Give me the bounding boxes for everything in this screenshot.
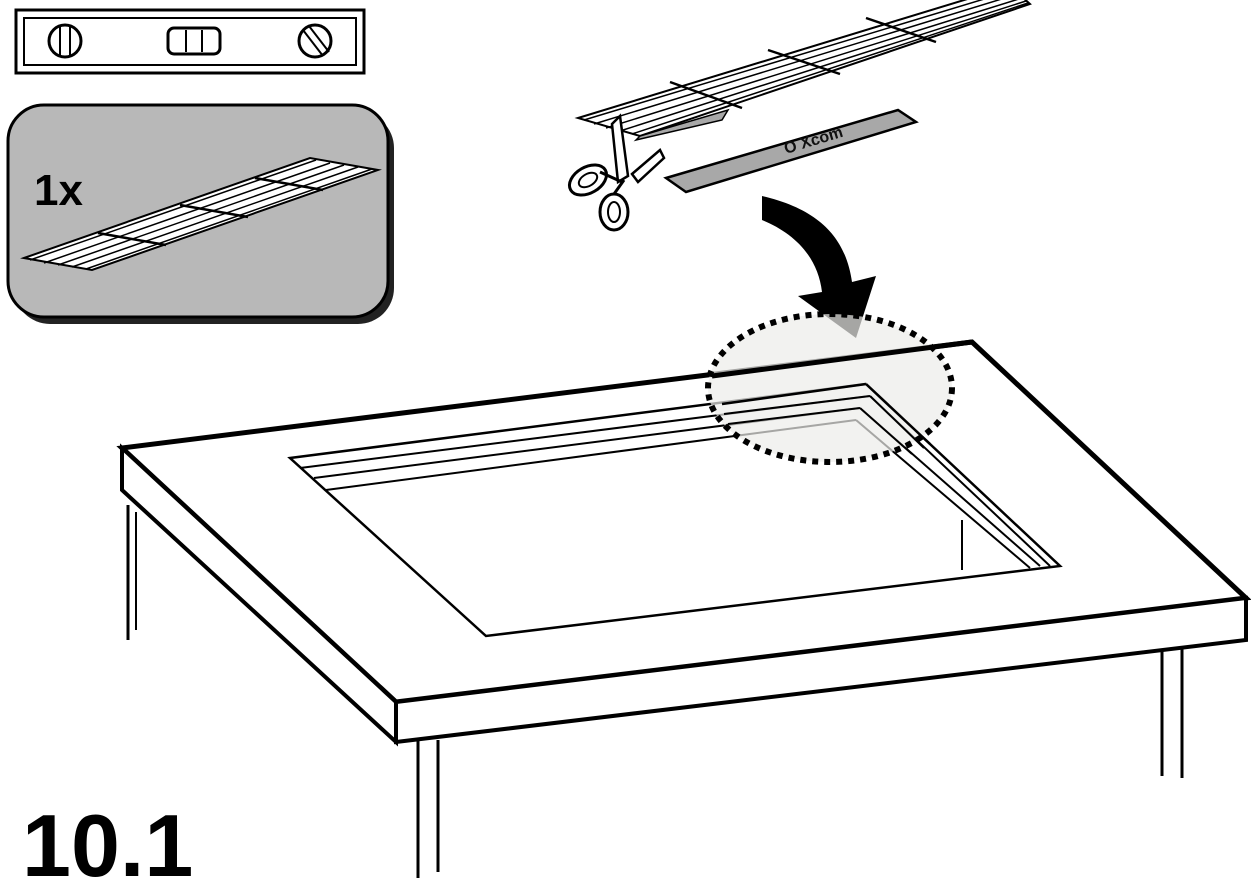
table-top bbox=[116, 339, 1251, 747]
spirit-level-icon bbox=[14, 8, 366, 75]
scissors-icon bbox=[568, 113, 666, 232]
placement-highlight bbox=[705, 311, 973, 465]
shim-strip-long bbox=[574, 0, 1032, 142]
parts-box: 1x bbox=[6, 103, 394, 324]
shim-strip-icon bbox=[20, 156, 382, 272]
quantity-label: 1x bbox=[34, 166, 83, 215]
table-legs bbox=[126, 505, 1184, 878]
step-number: 10.1 bbox=[22, 796, 193, 890]
placement-arrow-icon bbox=[762, 196, 876, 338]
